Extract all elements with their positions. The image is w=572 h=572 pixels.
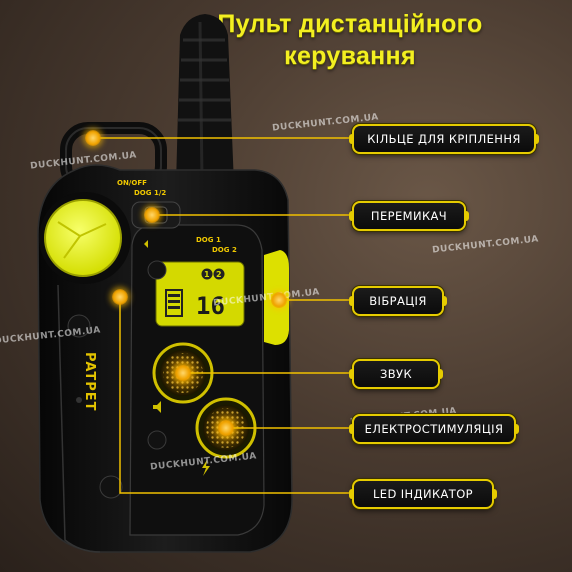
dog-toggle-label: DOG 1/2 (134, 189, 167, 197)
callout-sound: ЗВУК (349, 359, 443, 389)
lcd-dog-1: 1 (204, 270, 210, 279)
side-button-1 (67, 314, 91, 338)
dog2-label: DOG 2 (212, 246, 237, 254)
power-knob (39, 192, 131, 284)
callout-dot-shock (218, 420, 234, 436)
callout-vibration: ВІБРАЦІЯ (349, 286, 447, 316)
title-line-2: керування (284, 42, 416, 70)
callout-ring: КІЛЬЦЕ ДЛЯ КРІПЛЕННЯ (349, 124, 539, 154)
side-button-5 (76, 397, 82, 403)
on-off-label: ON/OFF (117, 179, 147, 187)
title-line-1: Пульт дистанційного (217, 10, 483, 38)
lcd-dog-2: 2 (216, 270, 222, 279)
antenna (176, 14, 234, 185)
page-title: Пульт дистанційного керування (200, 8, 500, 72)
callout-switch: ПЕРЕМИКАЧ (349, 201, 469, 231)
dog1-label: DOG 1 (196, 236, 221, 244)
side-button-2 (147, 260, 167, 280)
callout-dot-switch (144, 207, 160, 223)
callout-dot-sound (175, 365, 191, 381)
arrow-glyph (144, 240, 148, 248)
callout-shock: ЕЛЕКТРОСТИМУЛЯЦІЯ (349, 414, 519, 444)
side-button-3 (147, 430, 167, 450)
brand-label: PATPET (82, 352, 97, 412)
side-button-4 (99, 475, 123, 499)
callout-dot-vibration (271, 292, 287, 308)
callout-dot-ring (85, 130, 101, 146)
callout-dot-led (112, 289, 128, 305)
callout-led: LED ІНДИКАТОР (349, 479, 497, 509)
